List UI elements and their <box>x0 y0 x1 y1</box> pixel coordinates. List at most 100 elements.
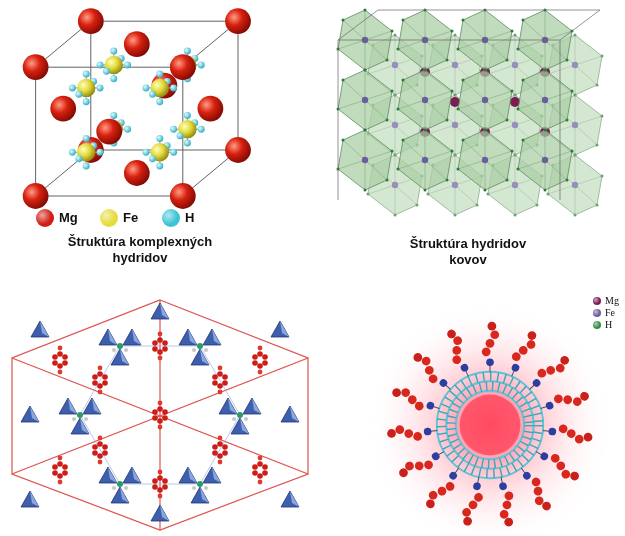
structure-part <box>504 327 540 380</box>
structure-part <box>338 10 600 40</box>
caption-text: Štruktúra komplexných hydridov <box>54 234 226 265</box>
structure-part <box>170 183 196 209</box>
structure-part <box>97 112 132 147</box>
structure-part <box>69 135 104 170</box>
structure-part <box>152 401 168 430</box>
structure-part <box>170 54 196 80</box>
structure-part <box>124 160 150 186</box>
structure-part <box>524 350 573 396</box>
structure-part <box>460 475 487 527</box>
structure-part <box>151 505 169 521</box>
caption-box: Štruktúra hydridov kovov <box>393 236 543 267</box>
structure-part <box>252 456 268 485</box>
structure-part <box>437 372 543 478</box>
structure-part <box>52 456 68 485</box>
structure-part <box>442 377 539 474</box>
legend-entry: H <box>593 319 612 330</box>
structure-part <box>97 48 132 83</box>
structure-part <box>446 381 533 468</box>
structure-part <box>120 346 200 347</box>
structure-part <box>92 436 108 465</box>
structure-part <box>219 398 261 434</box>
caption-text: Štruktúra hydridov kovov <box>393 236 543 267</box>
structure-part <box>120 484 200 485</box>
structure-part <box>386 421 438 443</box>
structure-part <box>460 395 521 456</box>
structure-part <box>492 475 519 527</box>
structure-part <box>365 300 615 536</box>
structure-part <box>538 385 591 417</box>
structure-part <box>396 444 448 484</box>
structure-part <box>80 415 120 484</box>
structure-part <box>36 21 238 196</box>
structure-part <box>200 346 240 415</box>
structure-part <box>80 346 240 484</box>
legend-entry: Mg <box>36 209 78 227</box>
legend-text: Mg <box>605 295 619 306</box>
structure-part <box>532 445 584 485</box>
structure-part <box>389 384 442 416</box>
structure-part <box>143 135 178 170</box>
structure-part <box>338 40 339 200</box>
legend-swatch <box>100 209 118 227</box>
structure-part <box>225 137 251 163</box>
structure-part <box>200 415 240 484</box>
legend-text: H <box>185 211 194 225</box>
structure-part <box>281 406 299 422</box>
legend-text: H <box>605 319 612 330</box>
structure-part <box>21 491 39 507</box>
structure-part <box>170 48 205 83</box>
structure-part <box>170 112 205 147</box>
legend-entry: Fe <box>593 307 615 318</box>
structure-part <box>99 329 141 365</box>
structure-part <box>482 322 499 372</box>
structure-part <box>36 67 183 196</box>
structure-part <box>271 321 289 337</box>
structure-part <box>59 398 101 434</box>
structure-part <box>23 54 49 80</box>
legend-swatch <box>162 209 180 227</box>
structure-part <box>143 71 178 106</box>
structure-part <box>408 349 457 395</box>
structure-part <box>12 300 308 530</box>
structure-part <box>281 491 299 507</box>
caption-box: Štruktúra komplexných hydridov <box>54 234 226 265</box>
legend-entry: H <box>162 209 194 227</box>
structure-part <box>31 321 49 337</box>
structure-part <box>124 31 150 57</box>
structure-part <box>92 366 108 395</box>
structure-part <box>152 332 168 361</box>
structure-part <box>457 129 514 192</box>
structure-part <box>78 8 104 34</box>
structure-part <box>21 406 39 422</box>
legend-swatch <box>593 309 601 317</box>
legend-entry: Mg <box>593 295 619 306</box>
structure-part <box>517 69 574 132</box>
crystal-cell <box>23 8 251 209</box>
structure-part <box>542 422 594 444</box>
structure-part <box>179 329 221 365</box>
legend-text: Fe <box>123 211 138 225</box>
structure-part <box>517 129 574 192</box>
structure-part <box>225 8 251 34</box>
structure-part <box>80 346 120 415</box>
legend-text: Mg <box>59 211 78 225</box>
structure-part <box>99 467 141 503</box>
structure-part <box>441 327 477 380</box>
structure-part <box>457 69 514 132</box>
structure-part <box>198 96 224 122</box>
legend-entry: Fe <box>100 209 138 227</box>
structure-part <box>179 467 221 503</box>
structure-part <box>23 183 49 209</box>
structure-part <box>560 40 561 200</box>
structure-part <box>397 129 454 192</box>
structure-part <box>152 470 168 499</box>
structure-part <box>12 358 308 474</box>
structure-part <box>212 436 228 465</box>
legend-text: Fe <box>605 307 615 318</box>
structure-part <box>338 10 600 200</box>
structure-part <box>52 346 68 375</box>
structure-part <box>252 346 268 375</box>
structure-part <box>12 358 308 474</box>
